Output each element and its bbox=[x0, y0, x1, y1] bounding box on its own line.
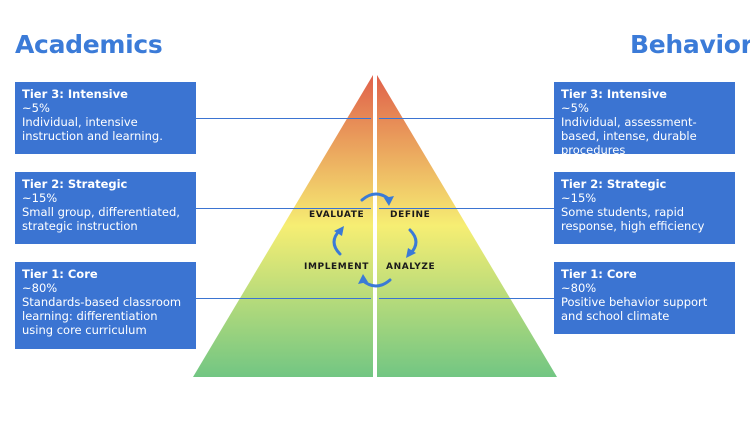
cycle-define-label: DEFINE bbox=[390, 210, 431, 220]
tier-percent: ~5% bbox=[561, 101, 589, 115]
arrowhead-right bbox=[406, 248, 416, 258]
behavior-tier2-box: Tier 2: Strategic ~15% Some students, ra… bbox=[554, 172, 735, 244]
pyramid-left-half bbox=[193, 75, 373, 377]
behavior-heading: Behavior bbox=[630, 30, 750, 59]
tier-description: Small group, differentiated, strategic i… bbox=[22, 205, 180, 233]
academics-tier2-box: Tier 2: Strategic ~15% Small group, diff… bbox=[15, 172, 196, 244]
behavior-tier1-box: Tier 1: Core ~80% Positive behavior supp… bbox=[554, 262, 735, 334]
tier-title: Tier 2: Strategic bbox=[22, 177, 128, 191]
tier-percent: ~5% bbox=[22, 101, 50, 115]
connector-behavior-tier2 bbox=[379, 208, 554, 209]
tier-percent: ~15% bbox=[22, 191, 58, 205]
cycle-analyze-label: ANALYZE bbox=[386, 262, 436, 272]
tier-percent: ~80% bbox=[561, 281, 597, 295]
tier-percent: ~80% bbox=[22, 281, 58, 295]
tier-title: Tier 2: Strategic bbox=[561, 177, 667, 191]
tier-description: Some students, rapid response, high effi… bbox=[561, 205, 705, 233]
tier-title: Tier 3: Intensive bbox=[22, 87, 128, 101]
connector-academics-tier2 bbox=[196, 208, 371, 209]
connector-academics-tier3 bbox=[196, 118, 371, 119]
tier-description: Individual, assessment-based, intense, d… bbox=[561, 115, 697, 157]
academics-tier1-box: Tier 1: Core ~80% Standards-based classr… bbox=[15, 262, 196, 349]
arrowhead-left bbox=[334, 226, 344, 236]
connector-behavior-tier1 bbox=[379, 298, 554, 299]
tier-title: Tier 1: Core bbox=[22, 267, 98, 281]
connector-behavior-tier3 bbox=[379, 118, 554, 119]
pyramid-right-half bbox=[377, 75, 557, 377]
connector-academics-tier1 bbox=[196, 298, 371, 299]
academics-tier3-box: Tier 3: Intensive ~5% Individual, intens… bbox=[15, 82, 196, 154]
tier-description: Positive behavior support and school cli… bbox=[561, 295, 708, 323]
tier-title: Tier 1: Core bbox=[561, 267, 637, 281]
tier-description: Standards-based classroom learning: diff… bbox=[22, 295, 182, 337]
arrowhead-bottom bbox=[358, 274, 368, 284]
tier-percent: ~15% bbox=[561, 191, 597, 205]
tier-title: Tier 3: Intensive bbox=[561, 87, 667, 101]
cycle-implement-label: IMPLEMENT bbox=[304, 262, 369, 272]
behavior-tier3-box: Tier 3: Intensive ~5% Individual, assess… bbox=[554, 82, 735, 157]
academics-heading: Academics bbox=[15, 30, 163, 59]
cycle-evaluate-label: EVALUATE bbox=[309, 210, 365, 220]
arrowhead-top bbox=[384, 196, 394, 206]
tier-description: Individual, intensive instruction and le… bbox=[22, 115, 163, 143]
